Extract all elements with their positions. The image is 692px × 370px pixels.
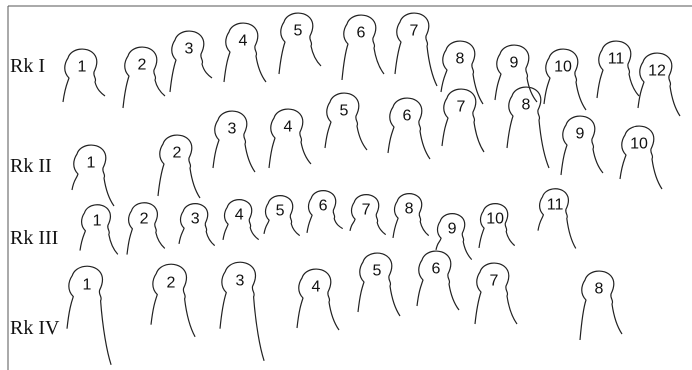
rk-4-figure-6: 6: [417, 251, 459, 310]
figure-number: 3: [228, 121, 237, 138]
rk-3-figure-9: 9: [436, 214, 472, 260]
figure-number: 4: [284, 119, 293, 136]
figure-number: 8: [405, 200, 414, 217]
rk-1-figure-3: 3: [170, 31, 212, 92]
rk-3-figure-1: 1: [80, 205, 118, 255]
figure-number: 9: [576, 126, 585, 143]
figure-number: 8: [456, 51, 465, 68]
figure-number: 1: [83, 277, 92, 294]
rk-2-figure-8: 8: [507, 87, 549, 168]
rk-1-figure-8: 8: [441, 41, 483, 104]
figure-number: 6: [357, 25, 366, 42]
rk-4-figure-8: 8: [580, 271, 622, 340]
rk-4-figure-3: 3: [220, 262, 264, 361]
figure-number: 1: [93, 212, 102, 229]
figure-number: 6: [319, 197, 328, 214]
row-label-rk-ii: Rk II: [10, 156, 52, 176]
rk-4-figure-2: 2: [151, 264, 195, 337]
rk-2-figure-7: 7: [442, 89, 484, 152]
rk-3-figure-6: 6: [307, 191, 343, 233]
figure-number: 9: [510, 55, 519, 72]
rk-2-figure-3: 3: [213, 111, 255, 172]
rk-3-figure-4: 4: [223, 200, 259, 240]
figure-number: 3: [185, 41, 194, 58]
figure-number: 4: [235, 206, 244, 223]
figure-number: 1: [87, 155, 96, 172]
figure-number: 2: [138, 57, 147, 74]
rk-1-figure-2: 2: [123, 47, 165, 108]
row-label-rk-i: Rk I: [10, 56, 45, 76]
figure-number: 2: [173, 145, 182, 162]
figure-number: 9: [448, 220, 457, 237]
rk-1-figure-12: 12: [638, 53, 680, 116]
rk-2-figure-5: 5: [325, 93, 367, 150]
rk-1-figure-11: 11: [597, 41, 639, 98]
head-silhouette: [63, 49, 105, 102]
rk-3-figure-11: 11: [538, 189, 576, 249]
rk-3-figure-3: 3: [179, 204, 215, 246]
figure-number: 4: [239, 33, 248, 50]
rk-1-figure-6: 6: [342, 15, 384, 80]
rk-1-figure-5: 5: [279, 13, 321, 74]
figure-number: 6: [403, 108, 412, 125]
rk-2-figure-2: 2: [158, 135, 200, 198]
figure-number: 10: [486, 210, 504, 227]
figure-number: 7: [490, 273, 499, 290]
row-label-rk-iv: Rk IV: [10, 318, 59, 338]
row-label-rk-iii: Rk III: [10, 228, 58, 248]
rk-4-figure-7: 7: [475, 263, 517, 324]
figure-number: 4: [312, 279, 321, 296]
figure-number: 11: [547, 196, 564, 213]
rk-4-figure-4: 4: [297, 269, 339, 330]
figure-number: 2: [166, 275, 175, 292]
figure-number: 12: [648, 63, 666, 80]
figure-number: 11: [608, 51, 625, 68]
rk-2-figure-4: 4: [269, 109, 311, 168]
figure-number: 5: [373, 263, 382, 280]
rk-2-figure-1: 1: [72, 145, 114, 206]
rk-1-figure-9: 9: [495, 45, 537, 102]
figure-number: 6: [432, 261, 441, 278]
figure-number: 10: [630, 136, 648, 153]
figure-number: 5: [294, 23, 303, 40]
rk-1-figure-1: 1: [63, 49, 105, 102]
figure-number: 8: [595, 281, 604, 298]
figure-number: 5: [340, 103, 349, 120]
rk-3-figure-7: 7: [350, 195, 386, 235]
rk-1-figure-4: 4: [224, 23, 266, 82]
figure-number: 7: [457, 99, 466, 116]
rk-1-figure-7: 7: [395, 13, 437, 86]
rk-3-figure-5: 5: [264, 196, 300, 236]
figure-number: 7: [410, 23, 419, 40]
figure-number: 7: [362, 201, 371, 218]
figure-number: 1: [78, 59, 87, 76]
rk-2-figure-10: 10: [620, 126, 662, 189]
rk-1-figure-10: 10: [544, 49, 586, 110]
rk-3-figure-2: 2: [127, 203, 165, 255]
figure-number: 5: [276, 202, 285, 219]
rk-2-figure-9: 9: [561, 116, 603, 175]
figure-number: 10: [554, 59, 572, 76]
rk-2-figure-6: 6: [388, 98, 430, 159]
rk-3-figure-8: 8: [393, 194, 429, 238]
figure-number: 2: [140, 210, 149, 227]
figure-number: 3: [191, 210, 200, 227]
figure-number: 3: [235, 273, 244, 290]
rk-3-figure-10: 10: [479, 204, 515, 248]
rk-4-figure-5: 5: [358, 253, 400, 316]
rk-4-figure-1: 1: [67, 266, 111, 365]
figure-number: 8: [522, 97, 531, 114]
